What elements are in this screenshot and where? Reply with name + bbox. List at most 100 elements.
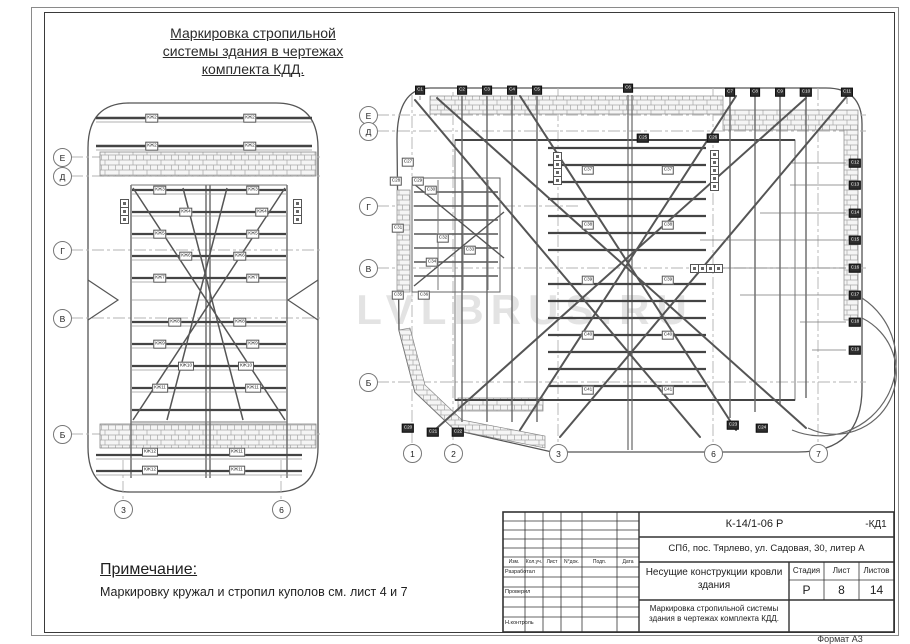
axis-bubble: В [359,259,378,278]
member-tag: С4 [507,85,517,95]
member-tag: С38 [581,220,595,230]
stage-value: Р [802,583,811,597]
member-tag: КЖ7 [153,273,167,283]
member-tag: С41 [661,385,675,395]
member-tag: С24 [755,423,769,433]
member-tag: КЖ12 [141,447,159,457]
member-tag: С5 [532,85,542,95]
sheet-inner-frame [44,12,895,633]
axis-bubble: Б [359,373,378,392]
member-tag: С30 [424,185,438,195]
sheets-label: Листов [863,566,890,575]
member-tag: С31 [391,223,405,233]
member-tag: С12 [848,158,862,168]
column-bubble: 3 [549,444,568,463]
member-tag: КЖ4 [255,207,269,217]
member-tag: С33 [463,245,477,255]
member-tag: КЖ2 [243,141,257,151]
doc-number: К-14/1-06 Р [725,518,784,530]
member-tag: КЖ9 [246,339,260,349]
mini-tag-stack [710,182,719,191]
member-tag: С35 [391,290,405,300]
right-drawing [377,87,897,453]
member-tag: С6 [623,83,633,93]
sheet-heading: Маркировка стропильной системы здания в … [118,25,388,79]
mini-tag-stack [293,215,302,224]
member-tag: КЖ11 [152,383,168,393]
member-tag: С38 [661,220,675,230]
col-header-list: Лист [546,559,558,565]
row-label-razrabotal: Разработал [505,569,535,575]
column-bubble: 6 [704,444,723,463]
member-tag: С2 [457,85,467,95]
member-tag: С37 [581,165,595,175]
member-tag: С7 [725,87,735,97]
member-tag: КЖ5 [246,229,260,239]
note-heading: Примечание: [100,561,198,578]
col-header-podp: Подп. [592,559,607,565]
sheet-title: Маркировка стропильной системы здания в … [649,604,779,624]
row-label-proveril: Проверил [505,589,531,595]
axis-bubble: В [53,309,72,328]
member-tag: С40 [661,330,675,340]
axis-bubble: Г [53,241,72,260]
title-block-grid [502,511,895,633]
member-tag: КЖ11 [229,447,245,457]
member-tag: С29 [411,176,425,186]
format-label: Формат А3 [817,634,863,644]
member-tag: С40 [581,330,595,340]
row-label-nkontrol: Н.контроль [505,620,534,626]
col-header-koluch: Кол.уч. [525,559,543,565]
member-tag: С16 [848,263,862,273]
member-tag: С10 [799,87,813,97]
member-tag: КЖ6 [179,251,193,261]
column-bubble: 3 [114,500,133,519]
member-tag: КЖ7 [246,273,260,283]
member-tag: С1 [415,85,425,95]
member-tag: КЖ10 [177,361,195,371]
member-tag: С34 [425,257,439,267]
axis-bubble: Д [359,122,378,141]
member-tag: С15 [848,235,862,245]
column-bubble: 7 [809,444,828,463]
axis-bubble: Д [53,167,72,186]
member-tag: С28 [389,176,403,186]
axis-bubble: Г [359,197,378,216]
member-tag: КЖ2 [145,141,159,151]
member-tag: КЖ10 [237,361,255,371]
member-tag: КЖ6 [233,251,247,261]
left-drawing [71,102,320,499]
member-tag: С26 [706,133,720,143]
sheet-label: Лист [832,566,851,575]
member-tag: С8 [750,87,760,97]
member-tag: С11 [840,87,854,97]
sheet-outer-border [31,7,899,636]
member-tag: С27 [401,157,415,167]
member-tag: С3 [482,85,492,95]
member-tag: С9 [775,87,785,97]
member-tag: С39 [581,275,595,285]
project-title: Несущие конструкции кровли здания [645,567,783,591]
sheet-heading-line: комплекта КДД. [201,60,305,77]
member-tag: С17 [848,290,862,300]
doc-suffix: -КД1 [865,519,887,530]
member-tag: КЖ4 [179,207,193,217]
member-tag: КЖ2 [243,113,257,123]
member-tag: С20 [401,423,415,433]
axis-bubble: Б [53,425,72,444]
stage-label: Стадия [792,566,821,575]
mini-tag-stack [120,215,129,224]
col-header-ndok: N°док. [564,559,579,565]
sheets-value: 14 [869,583,884,597]
member-tag: С19 [848,345,862,355]
sheet-value: 8 [838,583,845,597]
member-tag: С22 [451,427,465,437]
column-bubble: 6 [272,500,291,519]
note-body: Маркировку кружал и стропил куполов см. … [100,585,408,599]
member-tag: КЖ11 [229,465,245,475]
member-tag: С32 [436,233,450,243]
member-tag: С41 [581,385,595,395]
member-tag: КЖ9 [153,339,167,349]
